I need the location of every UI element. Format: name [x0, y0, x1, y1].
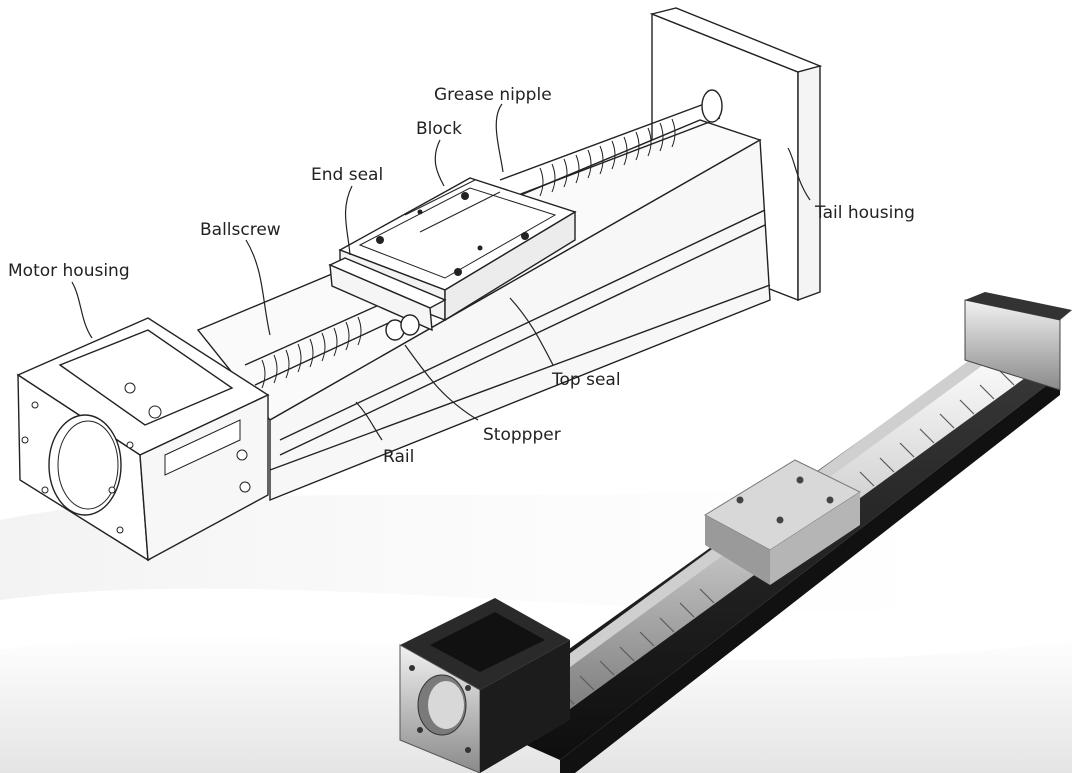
ballscrew-back: [499, 99, 721, 201]
label-ballscrew: Ballscrew: [200, 220, 281, 240]
leader-rail: [355, 401, 383, 441]
part-labels: Grease nipple Block End seal Ballscrew M…: [8, 85, 915, 467]
label-end-seal: End seal: [311, 165, 383, 185]
leader-motor-housing: [71, 281, 93, 339]
leader-stopper: [404, 344, 479, 421]
label-motor-housing: Motor housing: [8, 261, 130, 281]
label-top-seal: Top seal: [551, 370, 621, 390]
ballscrew-threads: [539, 118, 676, 197]
label-block: Block: [416, 119, 462, 139]
leader-grease-nipple: [495, 103, 504, 173]
leader-top-seal: [509, 297, 554, 366]
photo-actuator: [399, 292, 1072, 773]
leader-tail-housing: [787, 147, 811, 201]
label-grease-nipple: Grease nipple: [434, 85, 552, 105]
leader-end-seal: [344, 185, 353, 256]
leader-lines: [71, 103, 811, 441]
leader-block: [434, 139, 445, 187]
label-stopper: Stoppper: [483, 425, 561, 445]
line-drawing-actuator: [16, 7, 823, 562]
label-rail: Rail: [383, 447, 414, 467]
leader-ballscrew: [245, 239, 271, 336]
label-tail-housing: Tail housing: [814, 203, 915, 223]
